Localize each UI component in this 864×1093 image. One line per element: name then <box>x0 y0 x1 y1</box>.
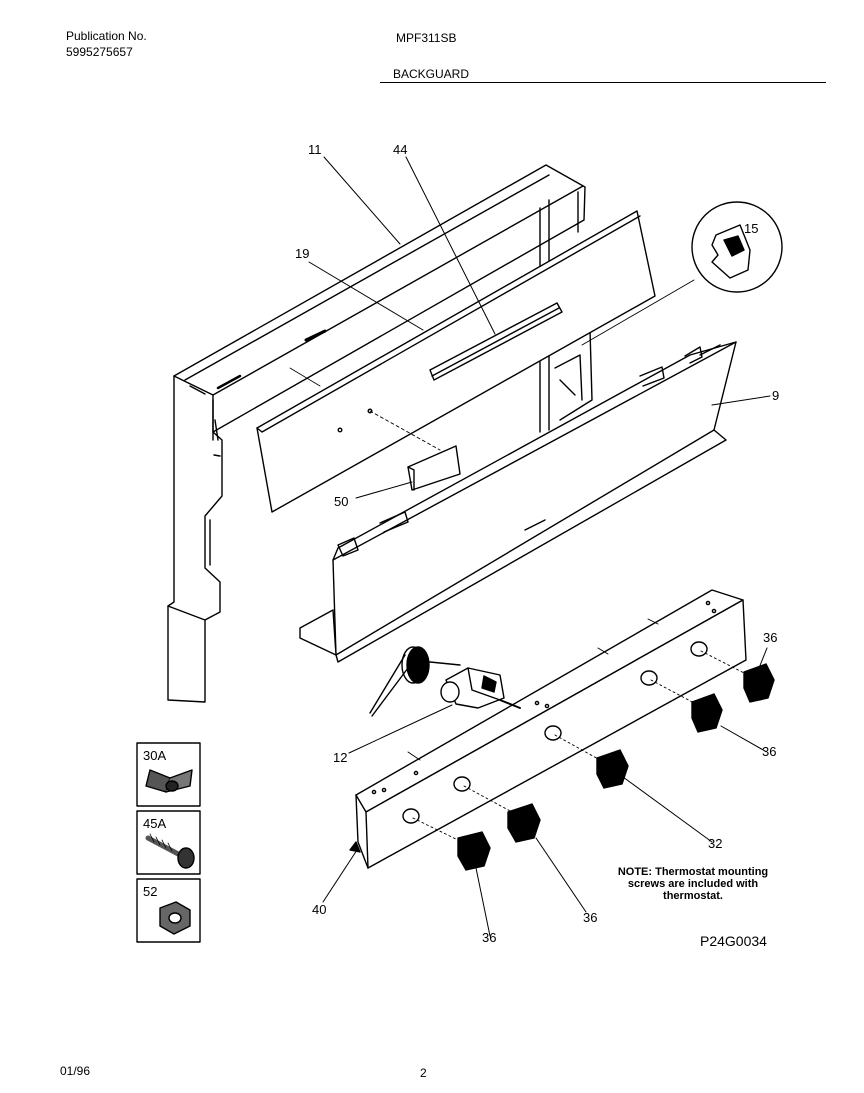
header-rule <box>380 82 826 83</box>
callout-32: 32 <box>708 836 722 851</box>
screw-icon <box>145 833 195 869</box>
hardware-box-30a: 30A <box>136 742 201 807</box>
backguard-frame <box>167 164 593 703</box>
callout-36-right: 36 <box>762 744 776 759</box>
callout-45a: 45A <box>143 816 166 831</box>
knob-1 <box>457 831 491 871</box>
thermostat <box>369 646 521 717</box>
hardware-box-45a: 45A <box>136 810 201 875</box>
section-title: BACKGUARD <box>393 67 470 81</box>
knob-5 <box>743 663 775 703</box>
thermostat-note: NOTE: Thermostat mounting screws are inc… <box>604 866 782 902</box>
model-number: MPF311SB <box>396 31 457 45</box>
callout-52: 52 <box>143 884 157 899</box>
figure-id: P24G0034 <box>700 933 767 949</box>
callout-9: 9 <box>772 388 779 403</box>
trim-strip <box>429 302 563 381</box>
callout-40: 40 <box>312 902 326 917</box>
page-number: 2 <box>420 1066 427 1080</box>
callout-44: 44 <box>393 142 407 157</box>
knob-2 <box>507 803 541 843</box>
leader-lines <box>308 156 771 937</box>
knob-dashed-guides <box>412 650 747 843</box>
knob-4 <box>691 693 723 733</box>
callout-36-mid: 36 <box>583 910 597 925</box>
publication-number: 5995275657 <box>66 45 133 59</box>
callout-30a: 30A <box>143 748 166 763</box>
callout-11: 11 <box>308 142 322 157</box>
clip-part <box>407 445 461 491</box>
footer-date: 01/96 <box>60 1064 91 1078</box>
hardware-box-52: 52 <box>136 878 201 943</box>
note-line-3: thermostat. <box>663 890 723 902</box>
publication-label: Publication No. <box>66 29 147 43</box>
control-panel <box>299 341 737 663</box>
callout-36-top: 36 <box>763 630 777 645</box>
wing-nut-icon <box>145 769 193 793</box>
callout-19: 19 <box>295 246 309 261</box>
note-line-1: NOTE: Thermostat mounting <box>617 866 769 878</box>
callout-15: 15 <box>744 221 758 236</box>
note-line-2: screws are included with <box>627 878 759 890</box>
callout-12: 12 <box>333 750 347 765</box>
knob-3 <box>596 749 629 789</box>
knob-rail <box>349 589 747 869</box>
callout-36-bottom: 36 <box>482 930 496 945</box>
callout-50: 50 <box>334 494 348 509</box>
inset-circle-clip <box>581 201 783 346</box>
hex-nut-icon <box>159 901 191 935</box>
